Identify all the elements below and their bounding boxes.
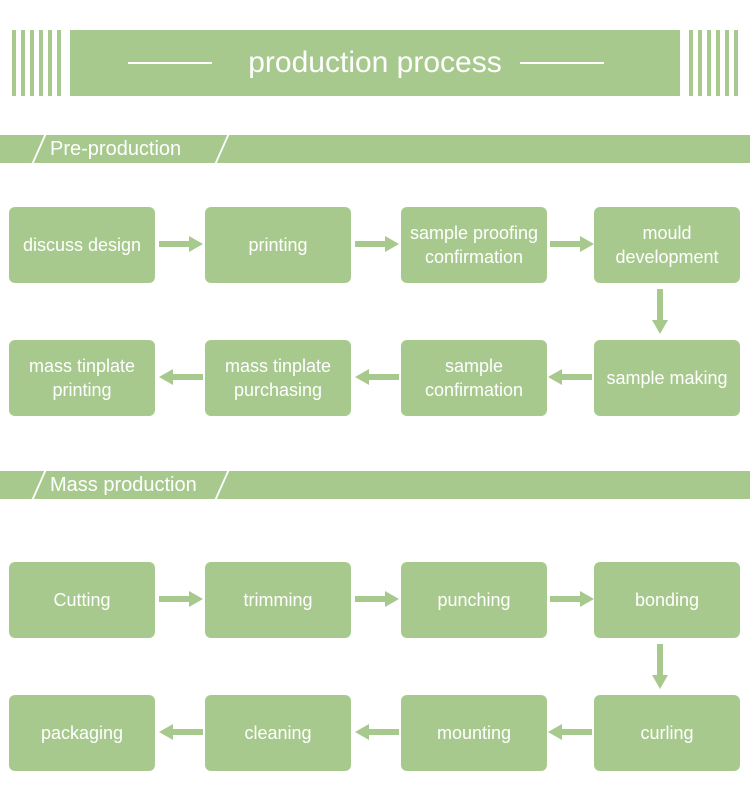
section-band-pre-production: Pre-production bbox=[0, 133, 750, 165]
step-box-punching: punching bbox=[401, 562, 547, 638]
arrow-right-icon bbox=[550, 591, 594, 607]
arrow-right-icon bbox=[355, 591, 399, 607]
slash-left bbox=[30, 133, 48, 165]
step-box-sample-confirmation: sample confirmation bbox=[401, 340, 547, 416]
step-box-mould-development: mould development bbox=[594, 207, 740, 283]
step-box-mass-tinplate-purchasing: mass tinplate purchasing bbox=[205, 340, 351, 416]
arrow-right-icon bbox=[159, 236, 203, 252]
arrow-left-icon bbox=[548, 724, 592, 740]
step-box-mounting: mounting bbox=[401, 695, 547, 771]
slash-right bbox=[213, 133, 231, 165]
step-box-cleaning: cleaning bbox=[205, 695, 351, 771]
arrow-left-icon bbox=[355, 724, 399, 740]
arrow-down-icon bbox=[652, 289, 668, 334]
slash-left bbox=[30, 469, 48, 501]
left-stripes-decoration bbox=[12, 30, 70, 96]
step-box-printing: printing bbox=[205, 207, 351, 283]
step-box-cutting: Cutting bbox=[9, 562, 155, 638]
title-banner: production process bbox=[12, 30, 738, 96]
step-box-bonding: bonding bbox=[594, 562, 740, 638]
title-left-rule bbox=[128, 62, 212, 64]
section-band-mass-production: Mass production bbox=[0, 469, 750, 501]
step-box-sample-making: sample making bbox=[594, 340, 740, 416]
arrow-left-icon bbox=[355, 369, 399, 385]
right-stripes-decoration bbox=[680, 30, 738, 96]
arrow-left-icon bbox=[159, 369, 203, 385]
page-title: production process bbox=[248, 46, 502, 79]
slash-right bbox=[213, 469, 231, 501]
arrow-right-icon bbox=[550, 236, 594, 252]
step-box-sample-proofing-confirmation: sample proofing confirmation bbox=[401, 207, 547, 283]
arrow-down-icon bbox=[652, 644, 668, 689]
step-box-discuss-design: discuss design bbox=[9, 207, 155, 283]
arrow-right-icon bbox=[159, 591, 203, 607]
step-box-packaging: packaging bbox=[9, 695, 155, 771]
step-box-trimming: trimming bbox=[205, 562, 351, 638]
arrow-right-icon bbox=[355, 236, 399, 252]
title-right-rule bbox=[520, 62, 604, 64]
section-label-pre-production: Pre-production bbox=[50, 138, 182, 160]
arrow-left-icon bbox=[159, 724, 203, 740]
step-box-mass-tinplate-printing: mass tinplate printing bbox=[9, 340, 155, 416]
arrow-left-icon bbox=[548, 369, 592, 385]
step-box-curling: curling bbox=[594, 695, 740, 771]
section-label-mass-production: Mass production bbox=[50, 474, 197, 496]
